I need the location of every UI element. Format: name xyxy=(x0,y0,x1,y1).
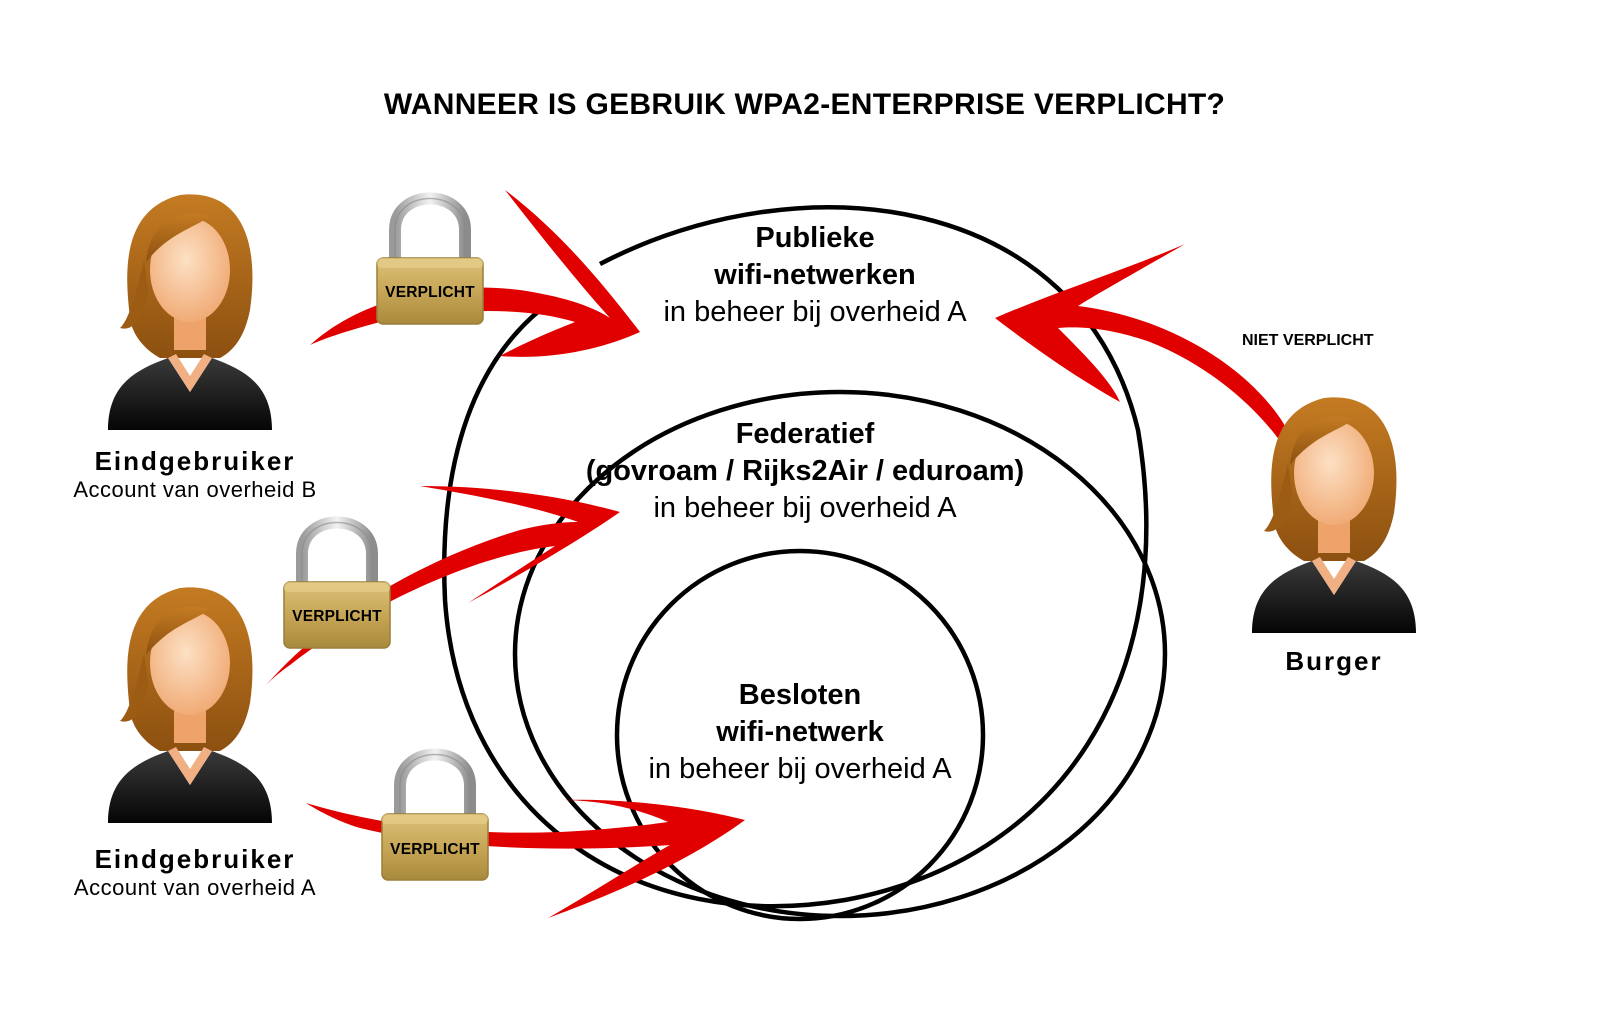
user-a-label: Eindgebruiker Account van overheid A xyxy=(40,844,350,902)
citizen-note: NIET VERPLICHT xyxy=(1242,332,1374,349)
lock-label-closed: VERPLICHT xyxy=(390,841,480,858)
lock-label-public: VERPLICHT xyxy=(385,284,475,301)
user-b-name: Eindgebruiker xyxy=(94,446,296,476)
padlock-icon xyxy=(284,523,390,649)
ring-closed-line3: in beheer bij overheid A xyxy=(648,753,952,785)
person-icon xyxy=(108,194,272,430)
citizen-name: Burger xyxy=(1285,646,1383,676)
ring-federated-line3: in beheer bij overheid A xyxy=(653,492,957,524)
ring-public-line2: wifi-netwerken xyxy=(714,259,916,291)
user-b-label: Eindgebruiker Account van overheid B xyxy=(40,446,350,504)
ring-public-label: Publieke wifi-netwerken in beheer bij ov… xyxy=(600,220,1030,331)
ring-closed xyxy=(614,548,986,922)
page-title: WANNEER IS GEBRUIK WPA2-ENTERPRISE VERPL… xyxy=(383,88,1226,121)
ring-public xyxy=(442,205,1149,909)
ring-public-line1: Publieke xyxy=(755,222,875,254)
user-a-account: Account van overheid A xyxy=(73,875,317,900)
ring-closed-line1: Besloten xyxy=(738,679,862,711)
ring-closed-label: Besloten wifi-netwerk in beheer bij over… xyxy=(615,677,985,788)
ring-federated-line2: (govroam / Rijks2Air / eduroam) xyxy=(585,455,1025,487)
padlock-icon xyxy=(382,755,488,881)
ring-public-line3: in beheer bij overheid A xyxy=(663,296,967,328)
ring-federated-line1: Federatief xyxy=(735,418,875,450)
user-a-name: Eindgebruiker xyxy=(94,844,296,874)
citizen-label: Burger xyxy=(1234,646,1434,676)
person-icon xyxy=(108,587,272,823)
ring-federated-label: Federatief (govroam / Rijks2Air / eduroa… xyxy=(555,416,1055,527)
padlock-icon xyxy=(377,199,483,325)
ring-closed-line2: wifi-netwerk xyxy=(716,716,884,748)
lock-label-federated: VERPLICHT xyxy=(292,608,382,625)
user-b-account: Account van overheid B xyxy=(73,477,317,502)
